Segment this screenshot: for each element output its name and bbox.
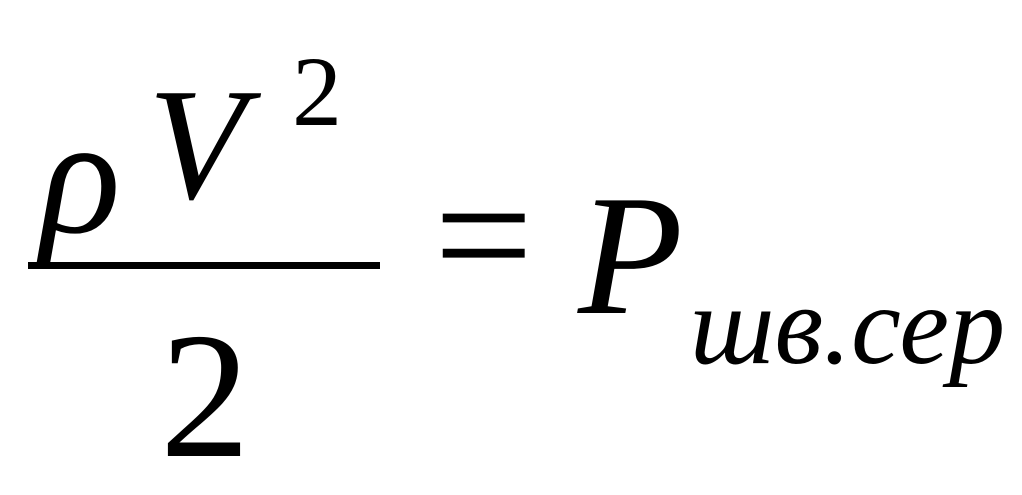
- velocity-symbol: V: [148, 55, 246, 233]
- exponent: 2: [292, 36, 342, 147]
- rho-symbol: ρ: [40, 83, 121, 269]
- pressure-symbol: P: [578, 161, 684, 351]
- pressure-subscript: шв.сер: [690, 264, 1006, 388]
- denominator: 2: [160, 296, 250, 495]
- equals-sign: =: [434, 138, 534, 333]
- fraction-bar: [28, 262, 380, 269]
